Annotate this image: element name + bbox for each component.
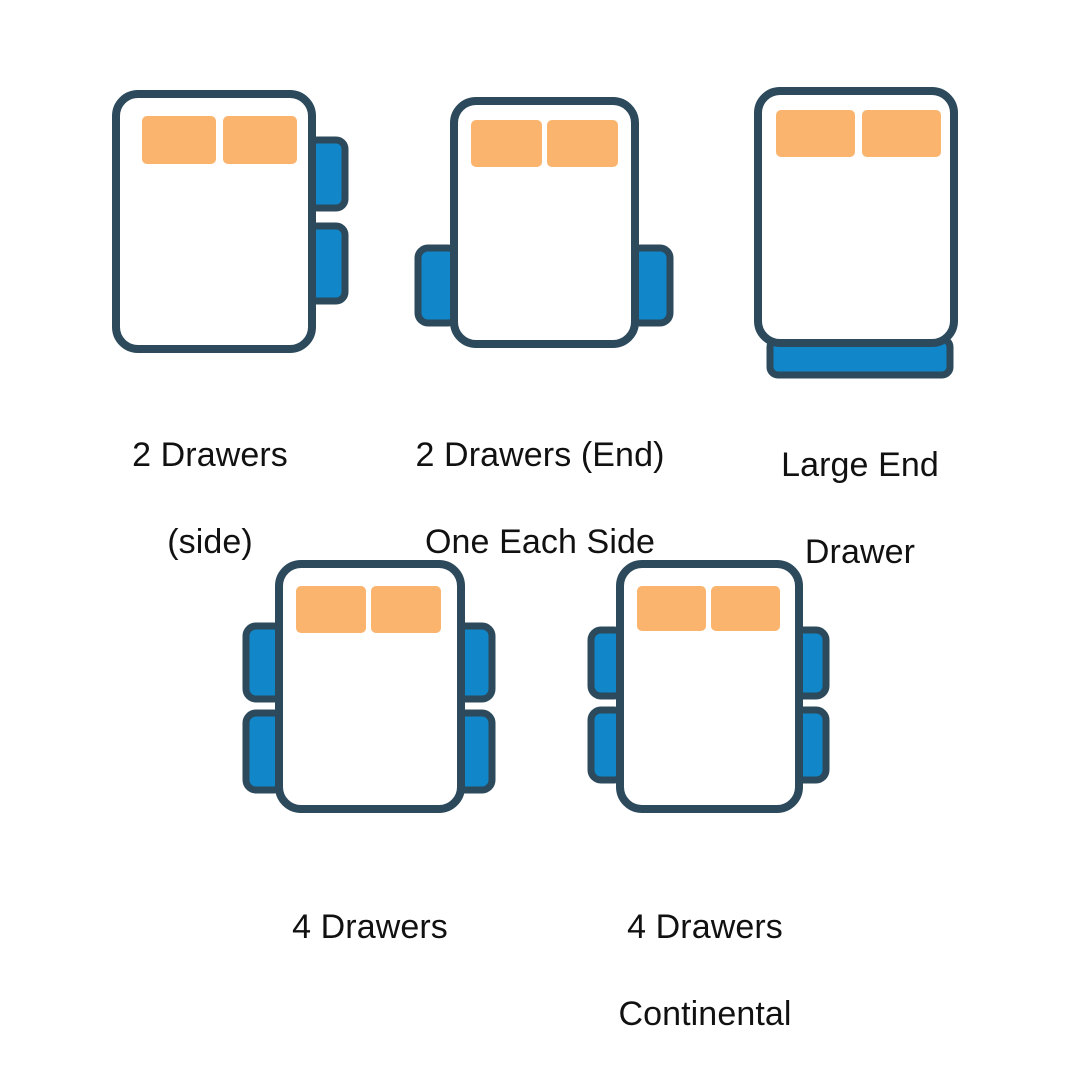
pillow-left bbox=[471, 120, 542, 167]
caption-line-2: One Each Side bbox=[424, 522, 655, 561]
caption-line-1: 2 Drawers bbox=[132, 435, 288, 474]
caption-line-2: Continental bbox=[618, 994, 792, 1033]
caption-line-1: 4 Drawers bbox=[292, 907, 448, 946]
caption-four-drawers: 4 Drawers bbox=[245, 862, 495, 993]
caption-line-1: Large End bbox=[781, 445, 939, 484]
pillow-right bbox=[371, 586, 441, 633]
pillow-right bbox=[862, 110, 941, 157]
caption-two-drawers-side: 2 Drawers (side) bbox=[70, 390, 350, 608]
bed-option-two-drawers-side[interactable] bbox=[110, 88, 360, 363]
pillow-right bbox=[547, 120, 618, 167]
caption-four-drawers-continental: 4 Drawers Continental bbox=[570, 862, 840, 1080]
bed-option-four-drawers[interactable] bbox=[240, 558, 500, 823]
pillow-right bbox=[223, 116, 297, 164]
caption-two-drawers-end: 2 Drawers (End) One Each Side bbox=[385, 390, 695, 608]
bed-option-two-drawers-end[interactable] bbox=[412, 95, 677, 360]
caption-large-end-drawer: Large End Drawer bbox=[730, 400, 990, 618]
bed-option-four-drawers-continental[interactable] bbox=[585, 558, 835, 823]
pillow-left bbox=[776, 110, 855, 157]
caption-line-1: 2 Drawers (End) bbox=[415, 435, 665, 474]
pillow-left bbox=[637, 586, 706, 631]
pillow-left bbox=[296, 586, 366, 633]
caption-line-1: 4 Drawers bbox=[627, 907, 783, 946]
bed-option-large-end-drawer[interactable] bbox=[752, 85, 967, 380]
caption-line-2: (side) bbox=[167, 522, 253, 561]
pillow-right bbox=[711, 586, 780, 631]
pillow-left bbox=[142, 116, 216, 164]
caption-line-2: Drawer bbox=[804, 532, 916, 571]
